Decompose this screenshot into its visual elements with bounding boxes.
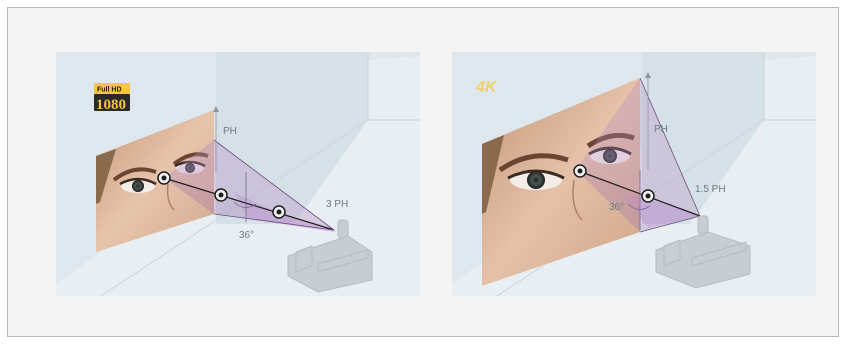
distance-label: 1.5 PH bbox=[695, 184, 726, 195]
fullhd-badge-top-text: Full HD bbox=[97, 87, 122, 94]
height-label: PH bbox=[654, 124, 668, 135]
fullhd-viewing-diagram: PH 36° 3 PH Full HD 1080 bbox=[56, 52, 420, 296]
fullhd-badge: Full HD 1080 bbox=[94, 83, 130, 113]
4k-viewing-diagram: PH 36° 1.5 PH 4K bbox=[452, 52, 816, 296]
fullhd-diagram-svg: PH 36° 3 PH Full HD 1080 bbox=[56, 52, 420, 296]
4k-diagram-svg: PH 36° 1.5 PH 4K bbox=[452, 52, 816, 296]
angle-label: 36° bbox=[609, 202, 624, 213]
fullhd-badge-main-text: 1080 bbox=[96, 97, 126, 113]
distance-label: 3 PH bbox=[326, 199, 348, 210]
angle-label: 36° bbox=[239, 230, 254, 241]
height-label: PH bbox=[223, 126, 237, 137]
4k-logo: 4K bbox=[475, 79, 498, 96]
